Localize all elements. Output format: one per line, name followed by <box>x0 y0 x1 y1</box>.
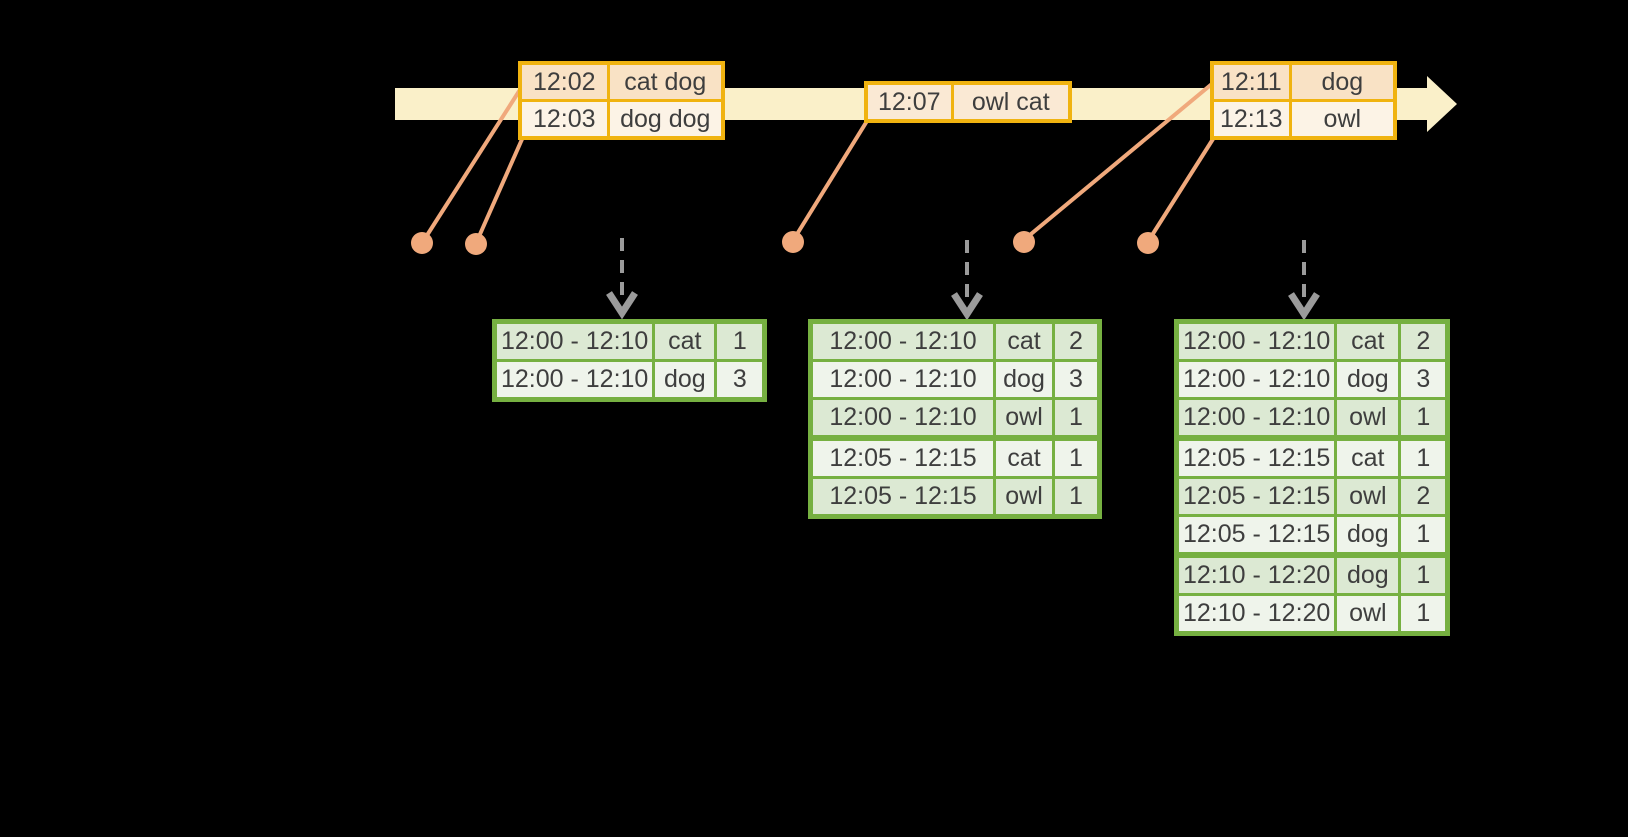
count-cell: 1 <box>1398 514 1450 557</box>
word-cell: dog <box>1334 359 1402 400</box>
event-dot-icon <box>1013 231 1035 253</box>
count-cell: 1 <box>1398 397 1450 440</box>
word-cell: cat <box>1334 435 1402 479</box>
event-connector <box>1147 137 1215 242</box>
event-dot-icon <box>465 233 487 255</box>
event-time-cell: 12:13 <box>1210 99 1292 140</box>
word-cell: cat <box>1334 320 1402 362</box>
event-time-cell: 12:07 <box>864 81 954 123</box>
word-cell: cat <box>993 320 1055 362</box>
event-time-cell: 12:03 <box>518 99 610 140</box>
trigger-arrowhead-icon <box>1288 292 1320 321</box>
count-cell: 1 <box>1052 397 1101 440</box>
window-cell: 12:05 - 12:15 <box>1174 435 1338 479</box>
event-time-cell: 12:11 <box>1210 61 1292 102</box>
timeline-arrowhead-icon <box>1427 76 1457 132</box>
event-dot-icon <box>1137 232 1159 254</box>
word-cell: dog <box>652 359 718 401</box>
word-cell: owl <box>1334 397 1402 440</box>
event-connector <box>792 119 869 241</box>
word-cell: owl <box>993 397 1055 440</box>
window-cell: 12:05 - 12:15 <box>1174 514 1338 557</box>
count-cell: 3 <box>714 359 767 401</box>
word-cell: owl <box>1334 476 1402 517</box>
window-cell: 12:00 - 12:10 <box>492 320 656 362</box>
event-words-cell: dog dog <box>606 99 725 140</box>
count-cell: 2 <box>1052 320 1101 362</box>
word-cell: dog <box>1334 552 1402 596</box>
window-cell: 12:00 - 12:10 <box>1174 320 1338 362</box>
window-cell: 12:00 - 12:10 <box>809 320 996 362</box>
count-cell: 1 <box>1052 435 1101 479</box>
event-words-cell: dog <box>1288 61 1397 102</box>
trigger-arrowhead-icon <box>951 292 983 321</box>
count-cell: 2 <box>1398 320 1450 362</box>
window-cell: 12:00 - 12:10 <box>809 359 996 400</box>
window-cell: 12:00 - 12:10 <box>1174 397 1338 440</box>
word-cell: owl <box>1334 593 1402 635</box>
word-cell: dog <box>1334 514 1402 557</box>
count-cell: 3 <box>1052 359 1101 400</box>
window-cell: 12:10 - 12:20 <box>1174 552 1338 596</box>
window-cell: 12:10 - 12:20 <box>1174 593 1338 635</box>
window-cell: 12:00 - 12:10 <box>492 359 656 401</box>
event-connector <box>475 136 525 242</box>
event-dots <box>411 231 1159 255</box>
window-cell: 12:05 - 12:15 <box>1174 476 1338 517</box>
window-cell: 12:00 - 12:10 <box>809 397 996 440</box>
window-cell: 12:00 - 12:10 <box>1174 359 1338 400</box>
window-cell: 12:05 - 12:15 <box>809 435 996 479</box>
count-cell: 1 <box>1398 593 1450 635</box>
count-cell: 1 <box>1398 552 1450 596</box>
event-dot-icon <box>782 231 804 253</box>
word-cell: cat <box>652 320 718 362</box>
count-cell: 2 <box>1398 476 1450 517</box>
event-words-cell: owl cat <box>950 81 1072 123</box>
count-cell: 1 <box>1052 476 1101 518</box>
word-cell: dog <box>993 359 1055 400</box>
word-cell: cat <box>993 435 1055 479</box>
trigger-arrowhead-icon <box>606 291 638 320</box>
event-dot-icon <box>411 232 433 254</box>
count-cell: 1 <box>1398 435 1450 479</box>
count-cell: 3 <box>1398 359 1450 400</box>
word-cell: owl <box>993 476 1055 518</box>
event-words-cell: cat dog <box>606 61 725 102</box>
window-cell: 12:05 - 12:15 <box>809 476 996 518</box>
event-words-cell: owl <box>1288 99 1397 140</box>
count-cell: 1 <box>714 320 767 362</box>
trigger-arrows <box>606 238 1320 321</box>
event-time-cell: 12:02 <box>518 61 610 102</box>
